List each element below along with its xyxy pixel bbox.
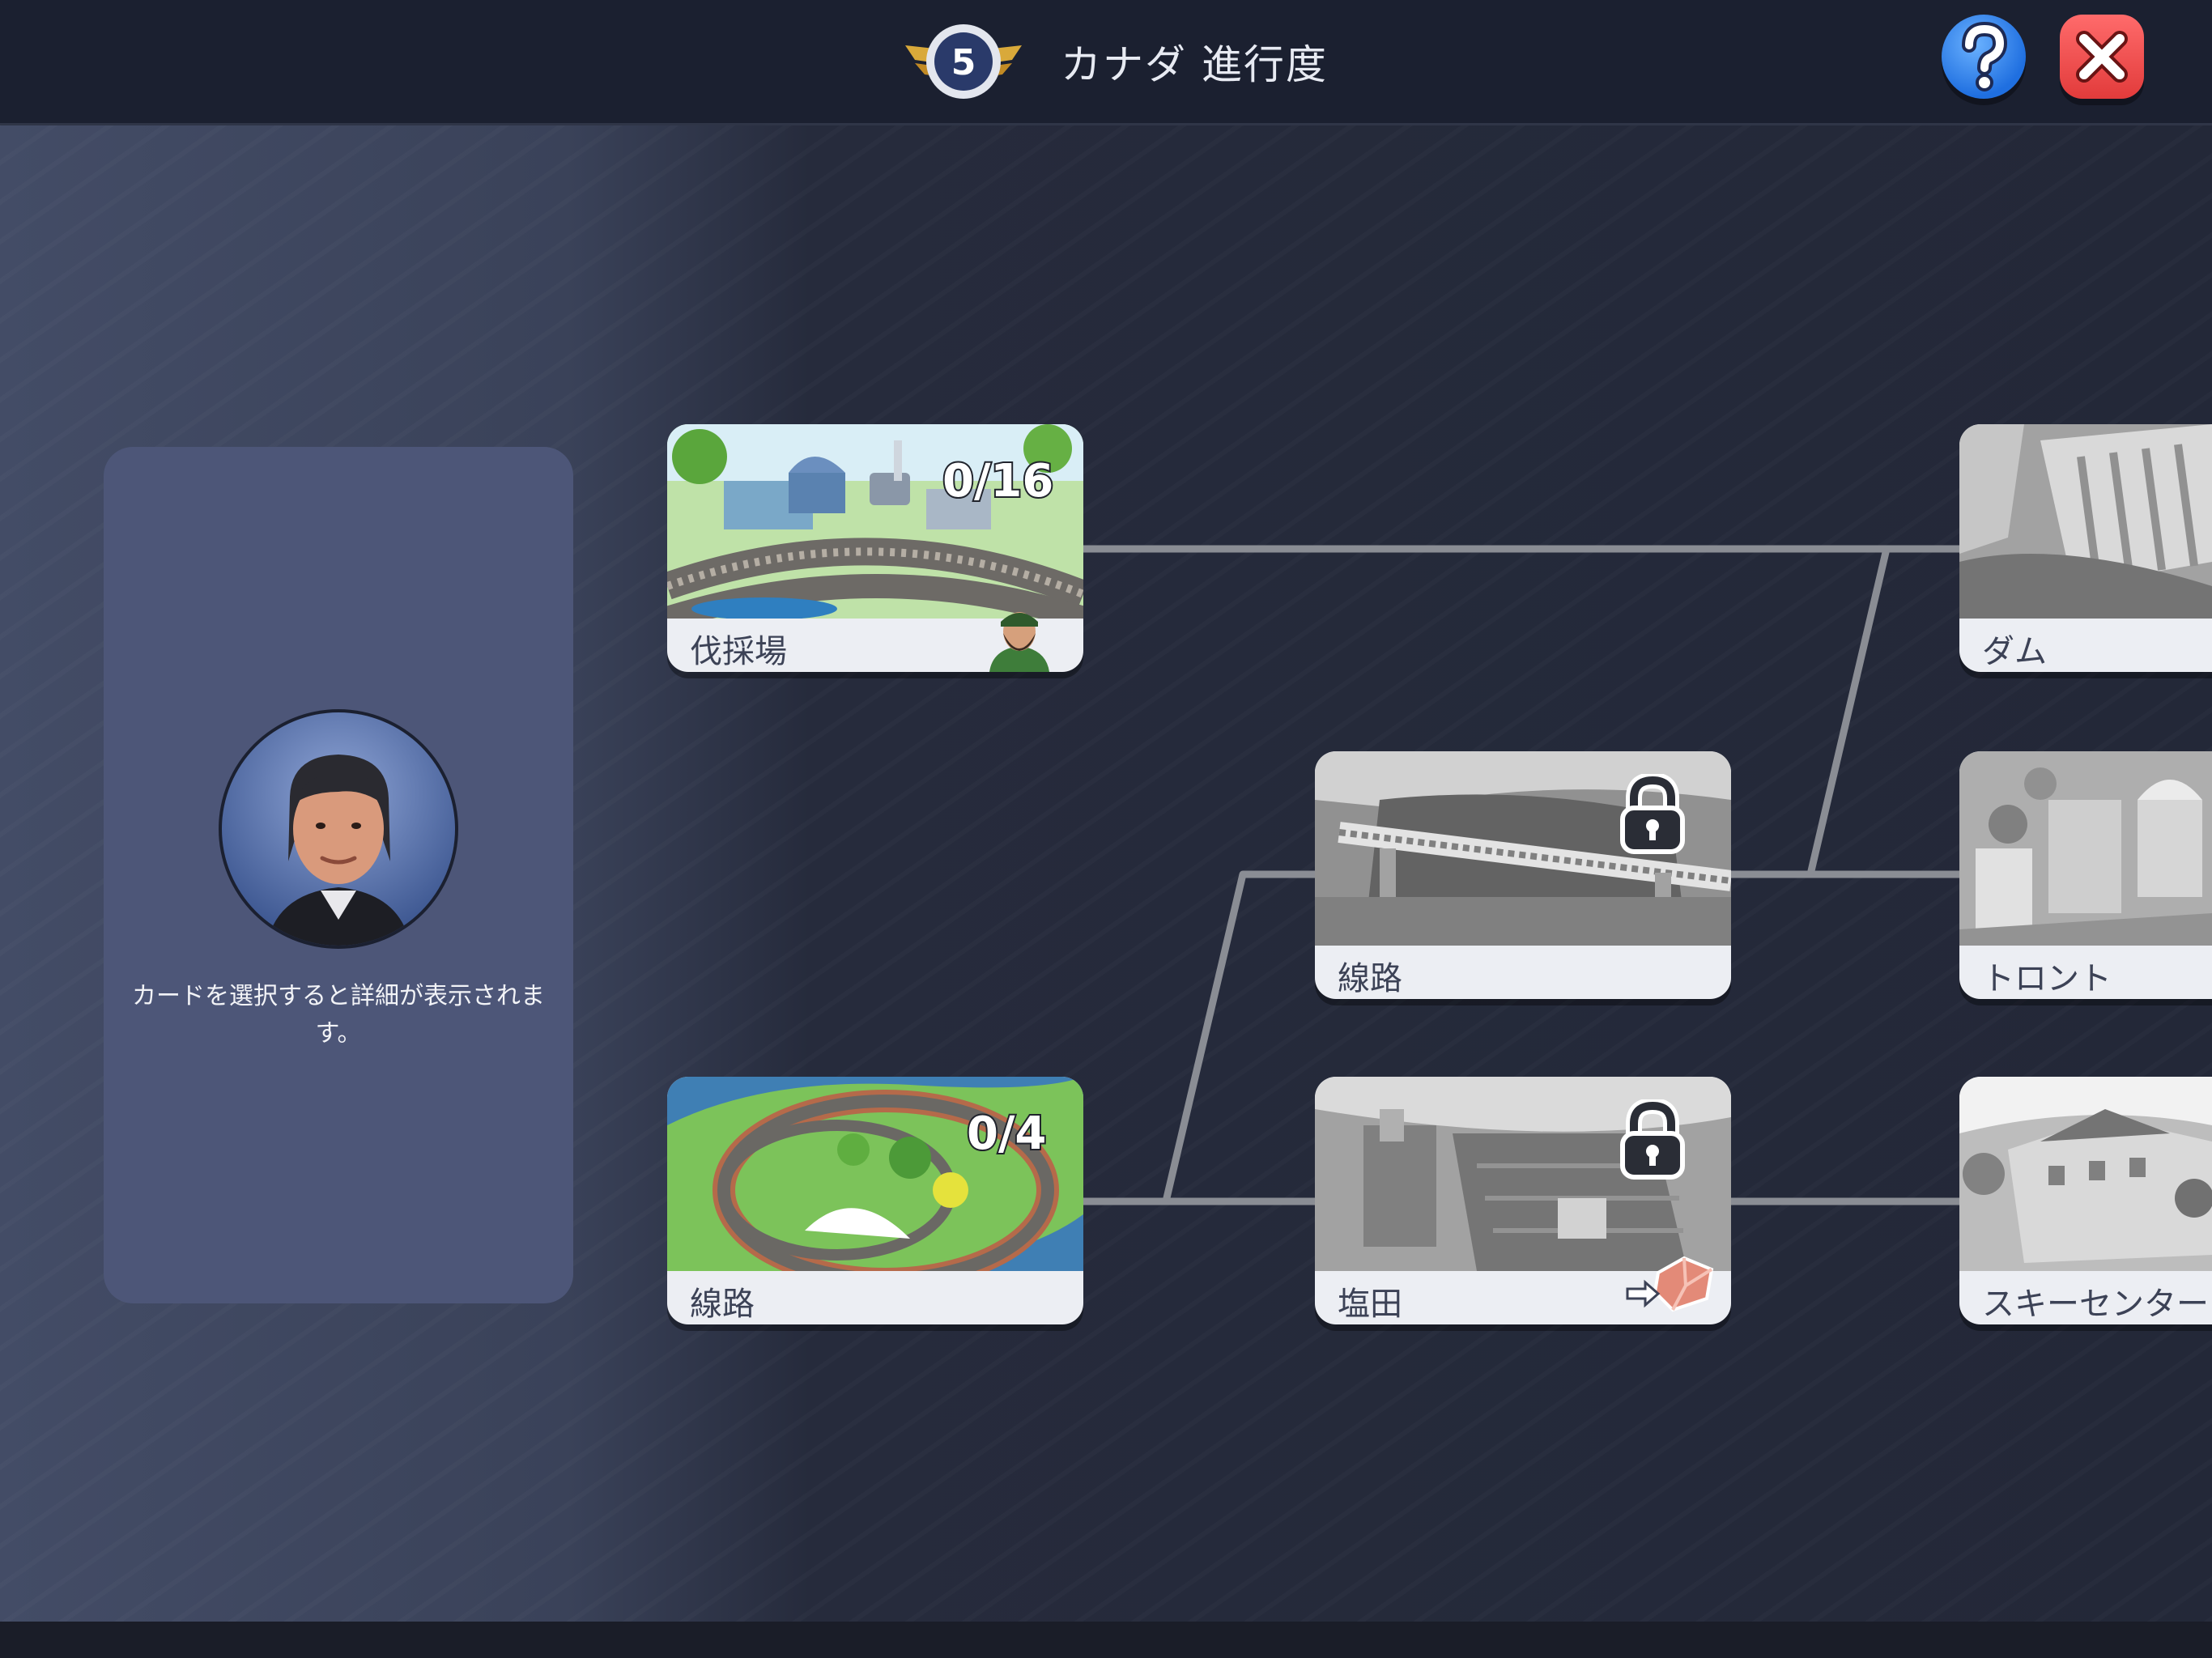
toronto-label: トロント [1982,960,2112,997]
card-salt-field[interactable]: 塩田 [1315,1077,1731,1324]
lumber-camp-label: 伐採場 [690,633,787,670]
lumber-camp-illustration [667,424,1083,619]
bottom-bar [0,1622,2212,1658]
top-bar: 5 カナダ 進行度 [0,0,2212,125]
track-b-label: 線路 [1338,960,1402,997]
ski-center-illustration [1959,1077,2212,1271]
dam-label: ダム [1982,633,2047,670]
close-icon [2076,31,2128,83]
winged-badge-icon: 5 [897,18,1030,105]
help-button[interactable] [1942,15,2026,99]
dam-illustration [1959,424,2212,619]
advisor-avatar [217,708,460,950]
salt-crystal-icon [1623,1245,1720,1315]
question-icon [1962,21,2008,91]
track-a-progress: 0/4 [965,1106,1048,1162]
card-track-b[interactable]: 線路 [1315,751,1731,999]
card-dam[interactable]: ダム [1959,424,2212,672]
detail-panel: カードを選択すると詳細が表示されます。 [104,447,573,1303]
detail-hint: カードを選択すると詳細が表示されます。 [132,982,545,1048]
card-toronto[interactable]: トロント [1959,751,2212,999]
card-ski-center[interactable]: スキーセンター [1959,1077,2212,1324]
level-number: 5 [951,42,976,83]
connector-branch-trackb [1162,870,1315,1203]
lock-icon [1616,772,1689,855]
card-lumber-camp[interactable]: 0/16 伐採場 [667,424,1083,672]
track-a-label: 線路 [690,1286,755,1323]
close-button[interactable] [2060,15,2144,99]
toronto-illustration [1959,751,2212,946]
lumberjack-icon [983,599,1056,672]
connector-branch-dam [1806,547,1891,876]
salt-field-label: 塩田 [1338,1286,1402,1323]
ski-center-label: スキーセンター [1982,1286,2209,1323]
page-title: カナダ 進行度 [1061,41,1328,88]
track-loop-illustration [667,1077,1083,1271]
lumber-camp-progress: 0/16 [941,453,1055,509]
card-track-a[interactable]: 0/4 線路 [667,1077,1083,1324]
lock-icon [1616,1097,1689,1180]
